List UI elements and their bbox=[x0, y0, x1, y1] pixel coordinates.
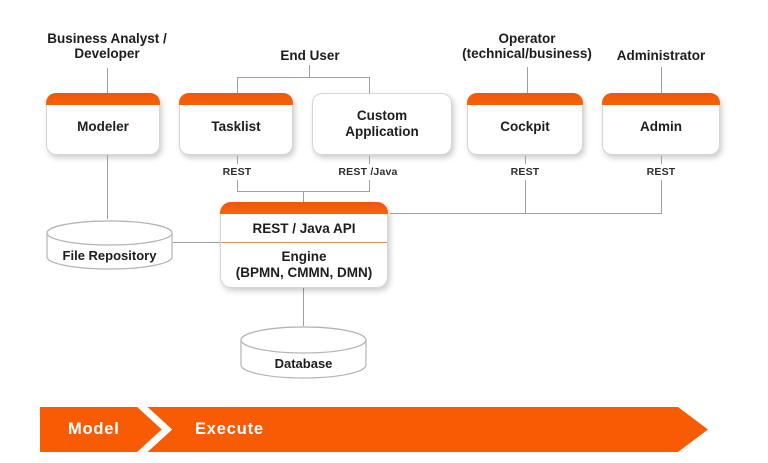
connector-filerepo-engine bbox=[173, 242, 220, 243]
database-label: Database bbox=[274, 356, 333, 371]
connector-bracket-engine bbox=[303, 191, 304, 202]
box-cockpit: Cockpit bbox=[467, 93, 583, 155]
banner-model-label: Model bbox=[68, 420, 120, 438]
connector-bracket-customapp bbox=[369, 77, 370, 93]
tasklist-label: Tasklist bbox=[211, 119, 261, 134]
box-engine: REST / Java API Engine (BPMN, CMMN, DMN) bbox=[220, 202, 388, 288]
connector-modeler-filerepo bbox=[107, 155, 108, 219]
connector-bracket-tasklist bbox=[237, 77, 238, 93]
box-custom-application: Custom Application bbox=[312, 93, 452, 155]
connector-administrator-admin bbox=[661, 67, 662, 93]
protocol-customapp-rest-java: REST /Java bbox=[338, 166, 398, 178]
banner-execute-label: Execute bbox=[195, 420, 264, 438]
connector-engine-right bbox=[390, 213, 661, 214]
label-business-analyst-developer: Business Analyst / Developer bbox=[47, 31, 167, 61]
connector-customapp-rest-top bbox=[369, 156, 370, 164]
connector-customapp-rest-bottom bbox=[369, 180, 370, 192]
custom-application-label: Custom Application bbox=[345, 108, 419, 139]
label-administrator: Administrator bbox=[616, 48, 706, 63]
cockpit-accent-bar bbox=[467, 93, 583, 105]
label-operator: Operator (technical/business) bbox=[462, 31, 592, 61]
protocol-admin-rest: REST bbox=[646, 166, 676, 178]
connector-tasklist-rest-top bbox=[237, 156, 238, 164]
modeler-accent-bar bbox=[46, 93, 160, 105]
cylinder-file-repository: File Repository bbox=[46, 219, 173, 271]
connector-operator-cockpit bbox=[527, 67, 528, 93]
connector-engine-database bbox=[303, 288, 304, 326]
connector-analyst-modeler bbox=[107, 68, 108, 93]
cockpit-label: Cockpit bbox=[500, 119, 550, 134]
connector-enduser-stub bbox=[309, 65, 310, 78]
chevron-separator-icon bbox=[135, 407, 173, 452]
cylinder-shape bbox=[46, 220, 173, 270]
box-tasklist: Tasklist bbox=[179, 93, 293, 155]
connector-admin-rest-top bbox=[661, 156, 662, 164]
file-repository-label: File Repository bbox=[62, 248, 157, 263]
connector-cockpit-rest-bottom bbox=[525, 180, 526, 214]
admin-label: Admin bbox=[640, 119, 682, 134]
protocol-cockpit-rest: REST bbox=[510, 166, 540, 178]
connector-enduser-bracket bbox=[237, 77, 370, 78]
connector-tasklist-rest-bottom bbox=[237, 180, 238, 192]
cylinder-database: Database bbox=[240, 325, 367, 381]
protocol-tasklist-rest: REST bbox=[222, 166, 252, 178]
label-end-user: End User bbox=[280, 48, 340, 63]
modeler-label: Modeler bbox=[77, 119, 129, 134]
engine-api-label: REST / Java API bbox=[221, 214, 387, 243]
box-modeler: Modeler bbox=[46, 93, 160, 155]
engine-name-label: Engine (BPMN, CMMN, DMN) bbox=[235, 249, 373, 280]
cylinder-shape bbox=[240, 326, 367, 379]
admin-accent-bar bbox=[602, 93, 720, 105]
connector-admin-rest-bottom bbox=[661, 180, 662, 214]
box-admin: Admin bbox=[602, 93, 720, 155]
tasklist-accent-bar bbox=[179, 93, 293, 105]
lifecycle-banner: Model Execute bbox=[40, 407, 708, 452]
connector-cockpit-rest-top bbox=[525, 156, 526, 164]
engine-accent-bar bbox=[220, 202, 388, 214]
